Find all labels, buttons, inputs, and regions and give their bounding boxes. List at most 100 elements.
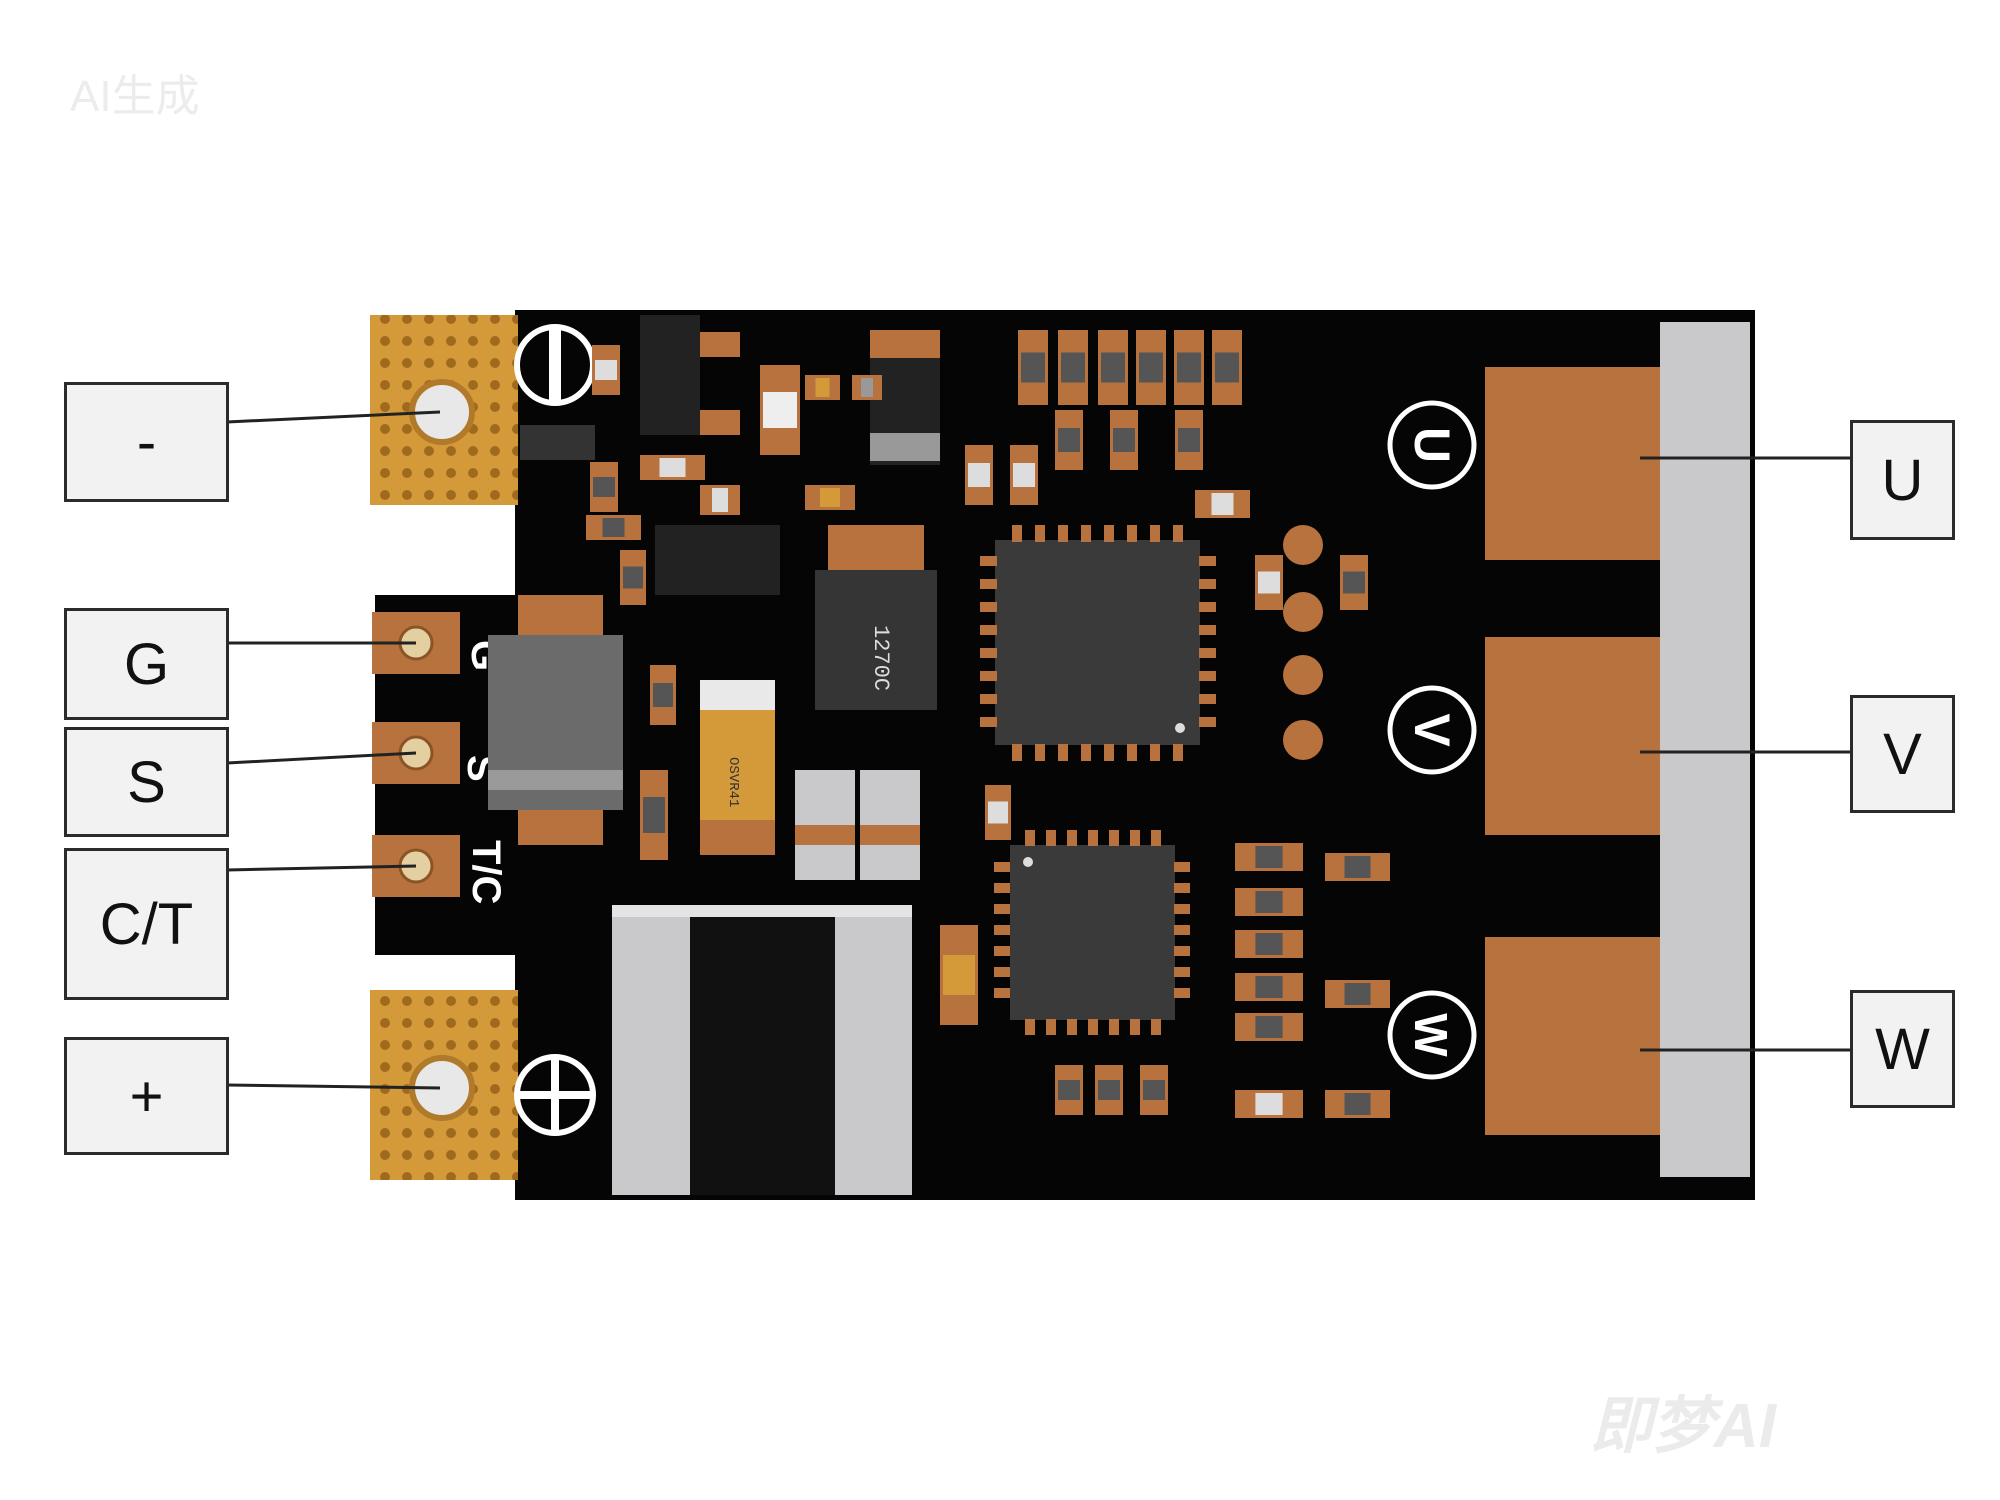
smd-capacitor-body [1255, 933, 1283, 955]
smd-resistor-body [1258, 571, 1280, 594]
ic-pin [1012, 525, 1022, 542]
ic-pin [1109, 830, 1119, 846]
ic-pin [1151, 830, 1161, 846]
ic-pin [1088, 1019, 1098, 1035]
smd-capacitor-body [1211, 493, 1234, 515]
leader-plus [226, 1083, 441, 1090]
smd-resistor-body [1177, 352, 1201, 383]
motor-pad-v [1485, 637, 1660, 835]
ic-pin [1088, 830, 1098, 846]
smd-resistor-body [643, 797, 665, 833]
ic-pin [994, 925, 1010, 935]
watermark-top-left: AI生成 [70, 72, 200, 121]
label-ct: C/T [64, 848, 229, 1000]
label-v: V [1850, 695, 1955, 813]
silkscreen-tc: T/C [464, 840, 508, 904]
ic-pin [994, 967, 1010, 977]
ic-pin [980, 671, 997, 681]
ic-pin [1151, 1019, 1161, 1035]
smd-resistor-body [653, 683, 673, 707]
smd-resistor-body [1178, 428, 1200, 452]
svg-text:1270C: 1270C [868, 625, 893, 691]
smd-resistor-body [943, 955, 975, 995]
smd-resistor-body [1215, 352, 1239, 383]
smd-resistor-body [1101, 352, 1125, 383]
smd-resistor-body [988, 801, 1008, 824]
leader-lines [226, 410, 1850, 1090]
ic-pin [980, 556, 997, 566]
phase-symbol-v: V [1387, 685, 1477, 775]
ic-pin [1127, 525, 1137, 542]
smd-resistor-body [1061, 352, 1085, 383]
mosfet-dark-a [640, 315, 700, 435]
label-s: S [64, 727, 229, 837]
ic-pin [1109, 1019, 1119, 1035]
smd-components [520, 330, 1390, 1118]
svg-text:OSVR41: OSVR41 [725, 757, 741, 807]
smd-capacitor-body [1255, 1093, 1283, 1115]
ic-pin [980, 602, 997, 612]
smd-capacitor-body [1255, 846, 1283, 868]
inductor-1270c: 1270C [815, 525, 937, 710]
ic-pin [1150, 525, 1160, 542]
smd-capacitor-body [861, 378, 873, 397]
ic-pin [1104, 744, 1114, 761]
ic-pin [980, 625, 997, 635]
smd-resistor-body [593, 477, 615, 497]
ic-pin [994, 946, 1010, 956]
smd-resistor-body [1013, 463, 1035, 487]
ic-pin [1130, 1019, 1140, 1035]
mosfet-tab-a [700, 332, 740, 357]
phase-symbol-w: W [1387, 990, 1477, 1080]
driver-chip-small [1010, 845, 1175, 1020]
ic-pin [1174, 946, 1190, 956]
ic-pin [1046, 1019, 1056, 1035]
ic-pin [1035, 744, 1045, 761]
phase-symbol-u: U [1387, 400, 1477, 490]
smd-resistor-body [1139, 352, 1163, 383]
ic-pin [1199, 579, 1216, 589]
power-inductor [612, 905, 912, 1195]
tantalum-capacitor: OSVR41 [700, 680, 775, 855]
resistor-stack-band-b [860, 825, 920, 845]
ic-pin [980, 717, 997, 727]
smd-capacitor-body [1255, 1016, 1283, 1038]
label-g: G [64, 608, 229, 720]
ic-pin [1058, 525, 1068, 542]
label-minus: - [64, 382, 229, 502]
smd-capacitor-body [659, 458, 686, 477]
smd-resistor-body [1058, 1080, 1080, 1100]
ic-pin [994, 883, 1010, 893]
mosfet-dark-b [655, 525, 780, 595]
ic-pin [994, 988, 1010, 998]
smd-resistor-body [1058, 428, 1080, 452]
ic-pin [1058, 744, 1068, 761]
ic-pin [980, 694, 997, 704]
minus-power-tab [370, 315, 518, 505]
ic-pin [1173, 744, 1183, 761]
ic-pin [1174, 883, 1190, 893]
plus-power-tab [370, 990, 518, 1180]
plus-circle-symbol [514, 1054, 596, 1136]
smd-capacitor-body [1344, 1093, 1371, 1115]
ic-pin [1046, 830, 1056, 846]
smd-capacitor-body [1344, 983, 1371, 1005]
mosfet-top-strip [870, 330, 940, 358]
watermark-bottom-right: 即梦AI [1590, 1392, 1777, 1461]
via-dot [1283, 592, 1323, 632]
motor-pad-w [1485, 937, 1660, 1135]
ic-pin [1067, 1019, 1077, 1035]
label-w: W [1850, 990, 1955, 1108]
ic-pin [1199, 671, 1216, 681]
via-dot [1283, 525, 1323, 565]
smd-capacitor-body [1255, 976, 1283, 998]
smd-dark-chip [520, 425, 595, 460]
smd-resistor-body [763, 392, 797, 428]
ic-pin [980, 648, 997, 658]
ic-pin [980, 579, 997, 589]
ic-pin [1081, 744, 1091, 761]
smd-resistor-body [1343, 571, 1365, 594]
ic-pin [1035, 525, 1045, 542]
